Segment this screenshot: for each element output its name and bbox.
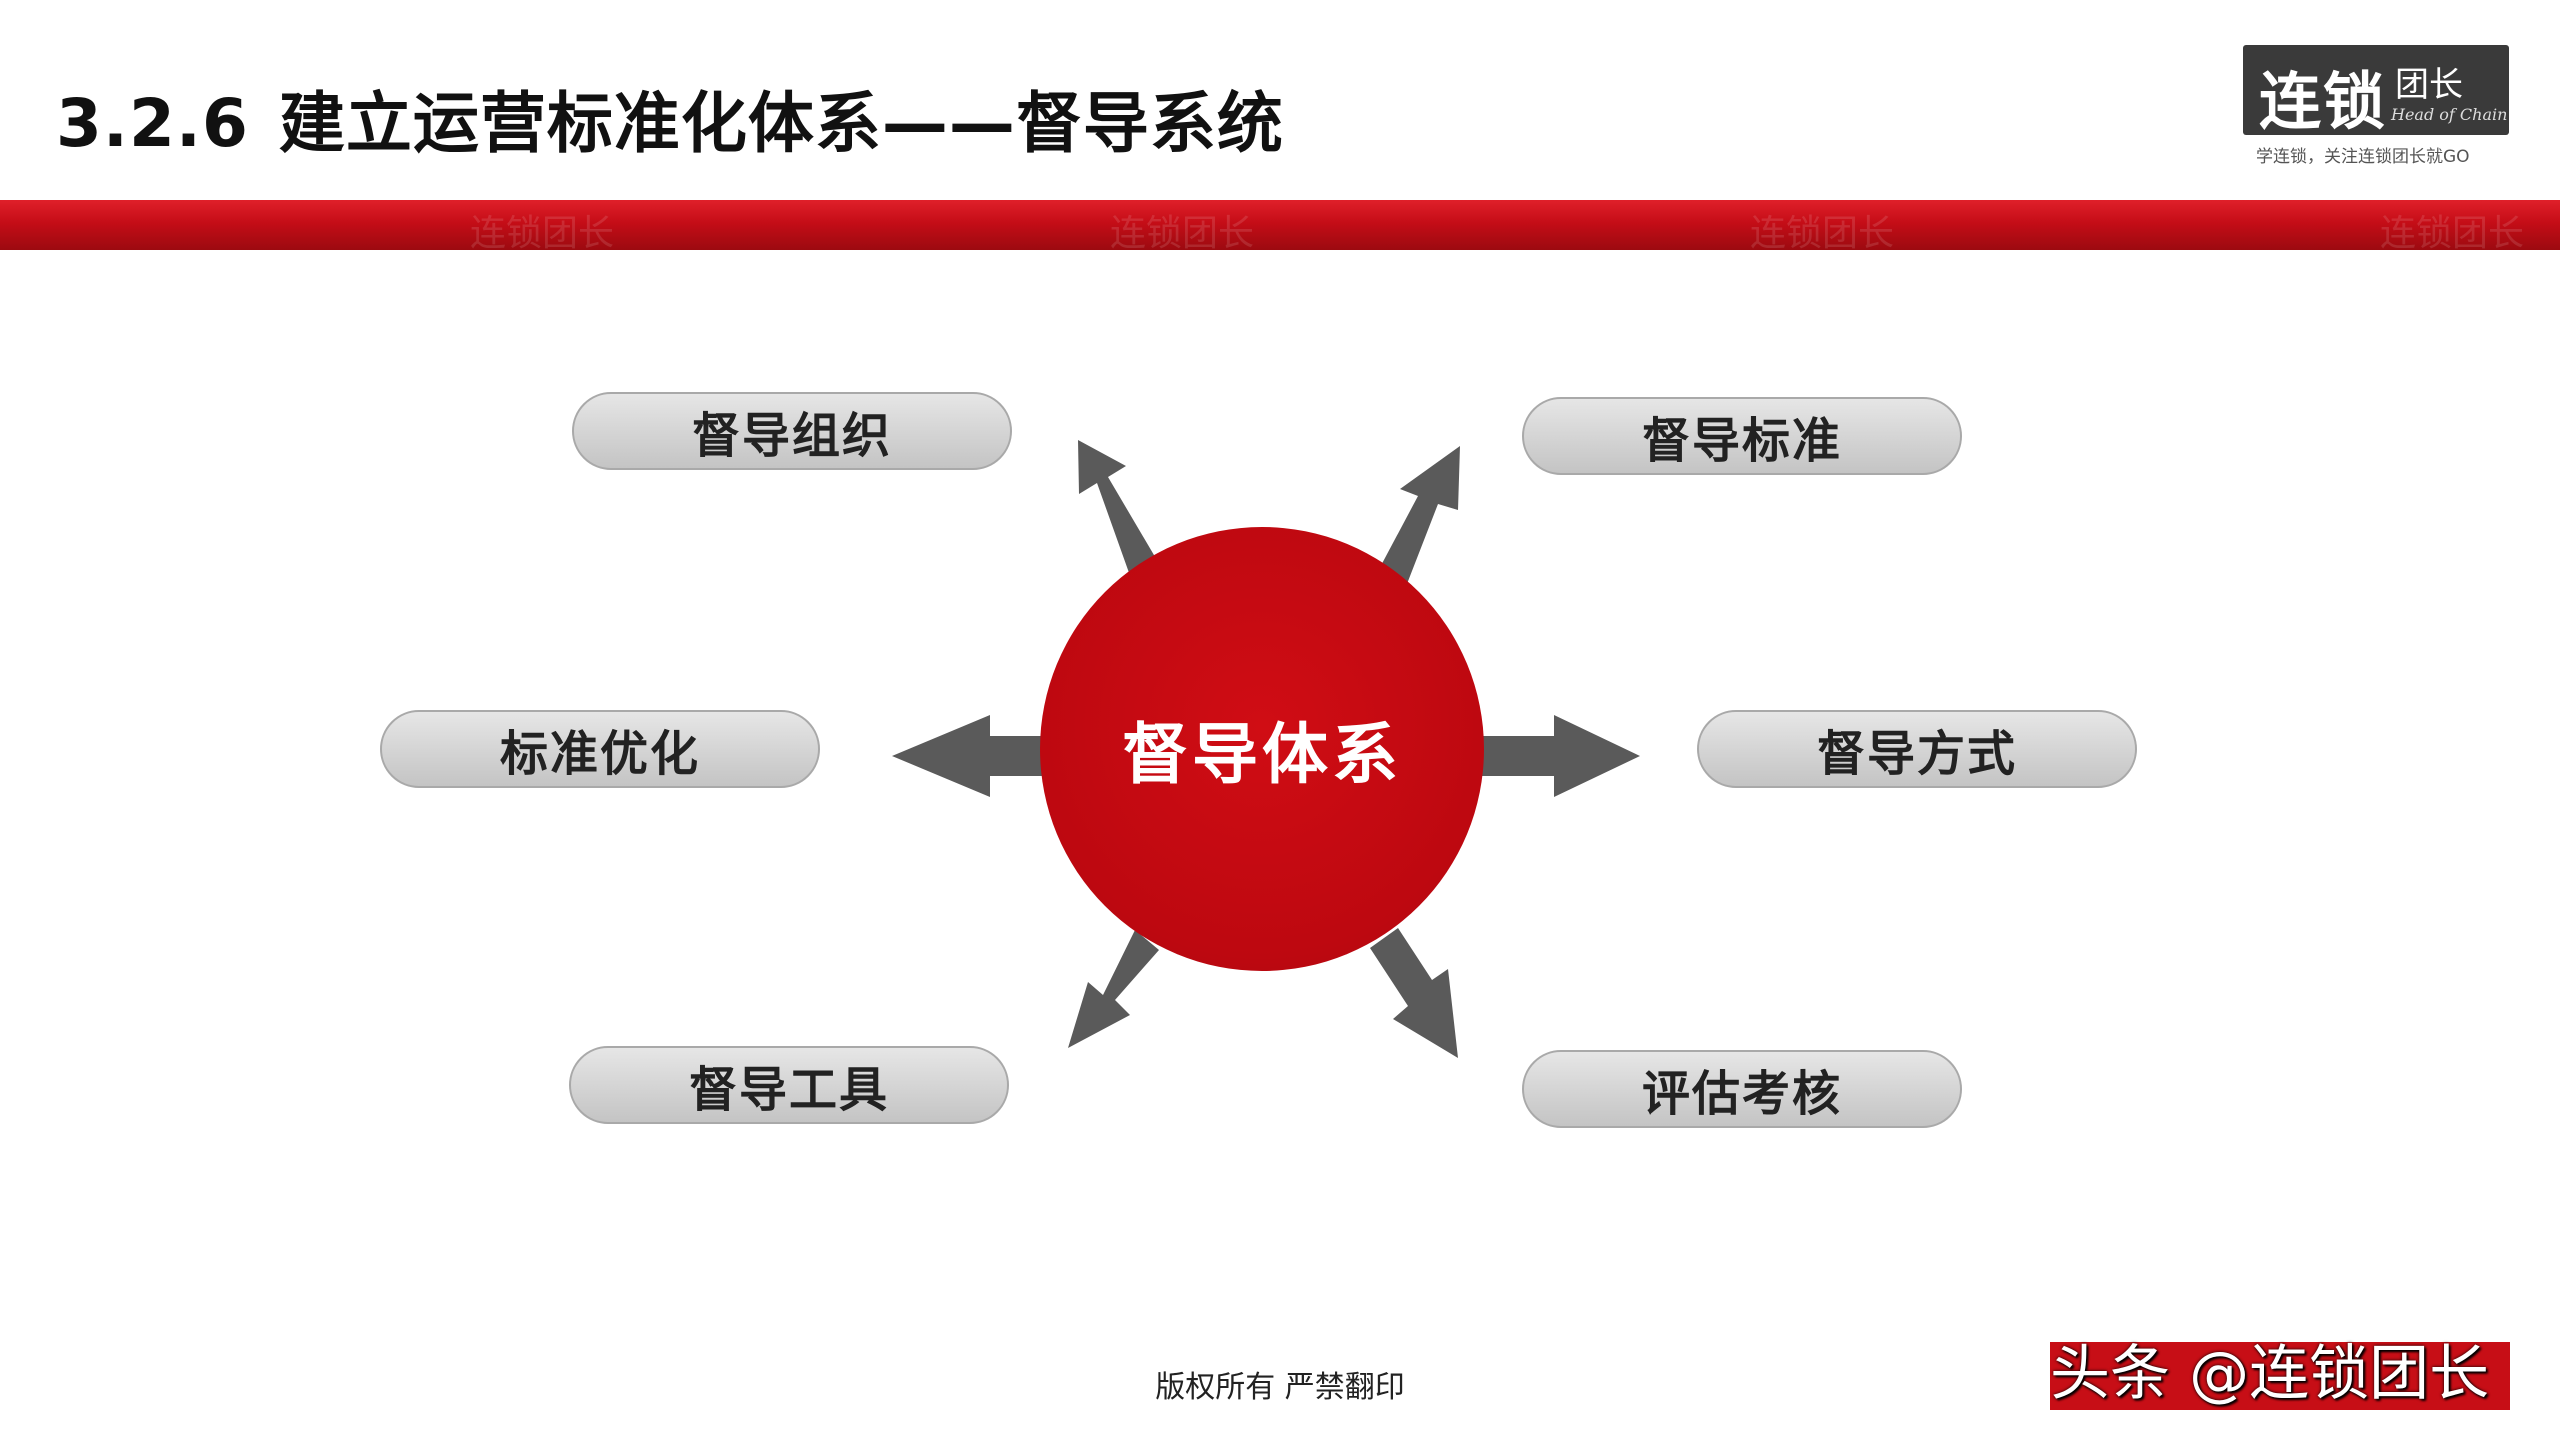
arrow-up-right: [1377, 446, 1460, 589]
arrow-left: [892, 715, 1044, 797]
band-watermark: 连锁团长: [2380, 213, 2525, 254]
node-supervision-standard: 督导标准: [1522, 397, 1962, 475]
logo-small-text: 团长: [2395, 65, 2463, 105]
node-label: 标准优化: [499, 726, 700, 782]
band-watermark: 连锁团长: [470, 213, 615, 254]
node-label: 评估考核: [1641, 1066, 1842, 1122]
slide-title: 3.2.6 建立运营标准化体系——督导系统: [56, 70, 1284, 166]
node-label: 督导工具: [688, 1062, 889, 1118]
band-watermark: 连锁团长: [1750, 213, 1895, 254]
copyright-footer: 版权所有 严禁翻印: [1155, 1370, 1405, 1405]
node-label: 督导方式: [1816, 726, 2017, 782]
corner-watermark: 头条 @连锁团长: [2050, 1339, 2490, 1409]
node-standard-optimization: 标准优化: [380, 710, 820, 788]
node-label: 督导标准: [1641, 413, 1842, 469]
node-supervision-method: 督导方式: [1697, 710, 2137, 788]
title-number: 3.2.6: [56, 85, 249, 162]
center-label: 督导体系: [1122, 716, 1402, 793]
band-watermark: 连锁团长: [1110, 213, 1255, 254]
header-red-band: 连锁团长 连锁团长 连锁团长 连锁团长: [0, 200, 2560, 254]
arrow-right: [1478, 715, 1640, 797]
arrow-down-right: [1370, 928, 1458, 1058]
corner-red-tag: [2050, 1342, 2510, 1410]
title-text: 建立运营标准化体系——督导系统: [278, 85, 1284, 162]
node-supervision-tools: 督导工具: [569, 1046, 1009, 1124]
arrow-up-left: [1078, 440, 1161, 584]
node-supervision-organization: 督导组织: [572, 392, 1012, 470]
logo-english-text: Head of Chain: [2391, 105, 2508, 124]
logo-tagline: 学连锁，关注连锁团长就GO: [2256, 147, 2470, 167]
brand-logo: 连锁 团长 Head of Chain: [2243, 45, 2509, 138]
logo-main-text: 连锁: [2259, 65, 2388, 138]
node-label: 督导组织: [691, 408, 892, 464]
arrow-down-left: [1068, 930, 1159, 1048]
node-evaluation-assessment: 评估考核: [1522, 1050, 1962, 1128]
center-circle: 督导体系: [1040, 527, 1484, 971]
